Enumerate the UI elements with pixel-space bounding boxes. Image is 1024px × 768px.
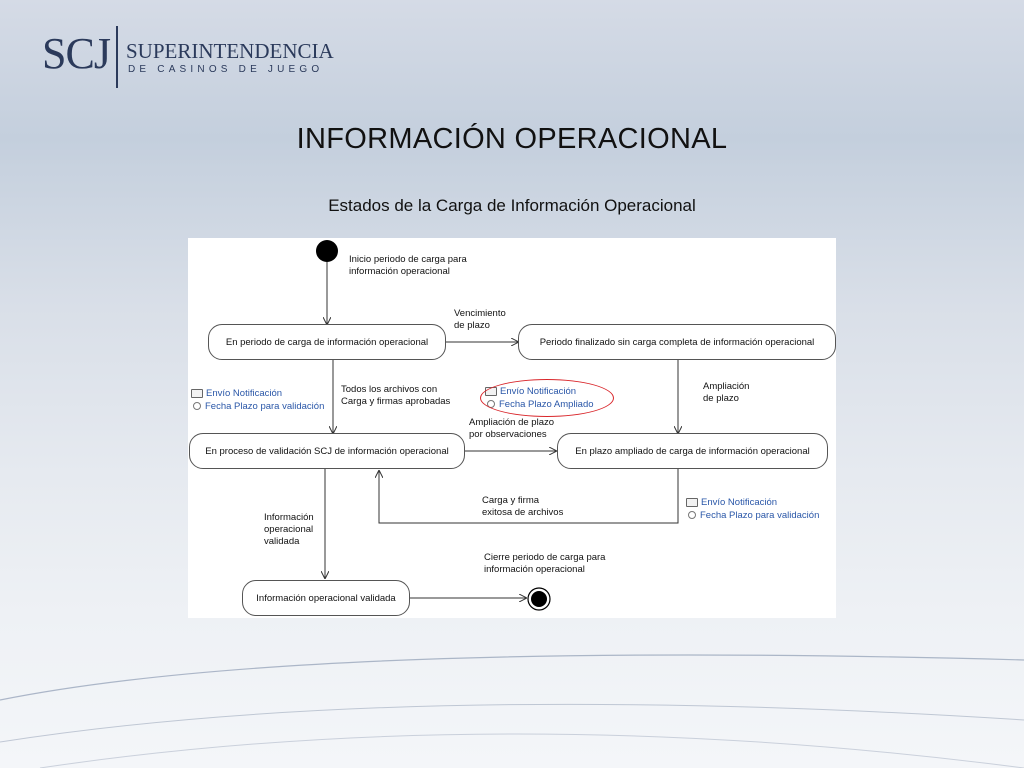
clock-icon bbox=[688, 511, 696, 520]
note-right: Envío Notificación Fecha Plazo para vali… bbox=[686, 496, 819, 522]
state-en-proceso-de-validacion: En proceso de validación SCJ de informac… bbox=[189, 433, 465, 469]
edge-s4-s3 bbox=[379, 469, 679, 524]
state-informacion-validada: Información operacional validada bbox=[242, 580, 410, 616]
clock-icon bbox=[193, 402, 201, 411]
note-right-fecha: Fecha Plazo para validación bbox=[700, 510, 820, 521]
start-node bbox=[316, 240, 338, 262]
end-node-core bbox=[531, 591, 547, 607]
logo-separator bbox=[116, 26, 118, 88]
state-diagram-panel: En periodo de carga de información opera… bbox=[188, 238, 836, 618]
logo-name: SUPERINTENDENCIA bbox=[126, 39, 334, 63]
logo-subtitle: DE CASINOS DE JUEGO bbox=[128, 64, 324, 75]
diagram-connectors bbox=[316, 240, 836, 611]
envelope-icon bbox=[686, 497, 698, 507]
note-left-notificacion: Envío Notificación bbox=[206, 388, 283, 399]
state-periodo-finalizado: Periodo finalizado sin carga completa de… bbox=[518, 324, 836, 360]
note-right-notificacion: Envío Notificación bbox=[701, 497, 778, 508]
note-left-fecha: Fecha Plazo para validación bbox=[205, 401, 325, 412]
state-en-periodo-de-carga: En periodo de carga de información opera… bbox=[208, 324, 446, 360]
slide-subtitle: Estados de la Carga de Información Opera… bbox=[328, 196, 696, 215]
envelope-icon bbox=[191, 388, 203, 398]
logo-mark: SCJ bbox=[42, 29, 111, 78]
note-left: Envío Notificación Fecha Plazo para vali… bbox=[191, 387, 324, 413]
highlight-oval bbox=[480, 379, 614, 417]
slide-title: INFORMACIÓN OPERACIONAL bbox=[296, 123, 728, 155]
state-en-plazo-ampliado: En plazo ampliado de carga de informació… bbox=[557, 433, 828, 469]
